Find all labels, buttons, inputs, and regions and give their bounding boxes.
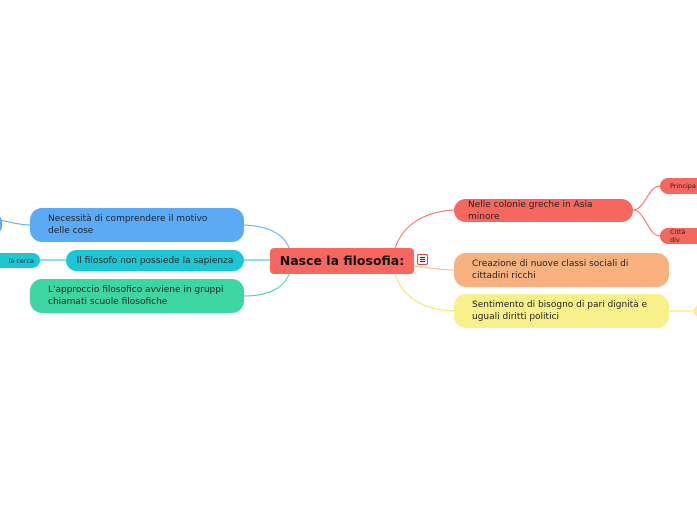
branch-scuole[interactable]: L'approccio filosofico avviene in gruppi… xyxy=(30,279,244,313)
branch-colonie[interactable]: Nelle colonie greche in Asia minore xyxy=(454,199,633,222)
branch-sentimento-label: Sentimento di bisogno di pari dignità e … xyxy=(472,300,648,322)
root-label: Nasce la filosofia: xyxy=(279,253,405,268)
branch-scuole-label: L'approccio filosofico avviene in gruppi… xyxy=(48,285,224,307)
link-colonie-to-citta xyxy=(632,209,661,237)
link-root-to-colonie xyxy=(394,209,455,249)
branch-classi[interactable]: Creazione di nuove classi sociali di cit… xyxy=(454,253,669,287)
menu-icon[interactable] xyxy=(417,254,428,265)
branch-sentimento[interactable]: Sentimento di bisogno di pari dignità e … xyxy=(454,294,669,328)
branch-comprendere-label: Necessità di comprendere il motivo delle… xyxy=(48,214,208,236)
subnode-principa-label: Principa xyxy=(670,182,696,190)
link-colonie-to-principa xyxy=(632,185,661,211)
branch-sapienza-label: Il filosofo non possiede la sapienza xyxy=(76,255,234,266)
branch-classi-label: Creazione di nuove classi sociali di cit… xyxy=(472,259,629,281)
subnode-la-cerca-label: la cerca xyxy=(8,256,34,265)
subnode-edge-blue[interactable] xyxy=(0,216,2,232)
branch-colonie-label: Nelle colonie greche in Asia minore xyxy=(468,199,593,222)
subnode-citta-label: Città div xyxy=(670,228,686,244)
link-root-to-comprendere xyxy=(243,224,291,251)
subnode-principa[interactable]: Principa xyxy=(660,178,697,194)
root-node[interactable]: Nasce la filosofia: xyxy=(270,248,414,274)
link-root-to-scuole xyxy=(243,271,291,297)
branch-comprendere[interactable]: Necessità di comprendere il motivo delle… xyxy=(30,208,244,242)
branch-sapienza[interactable]: Il filosofo non possiede la sapienza xyxy=(66,250,244,271)
subnode-la-cerca[interactable]: la cerca xyxy=(0,253,40,268)
subnode-edge-yellow[interactable] xyxy=(694,305,697,317)
subnode-citta[interactable]: Città div xyxy=(660,228,697,244)
link-root-to-sentimento xyxy=(394,273,455,312)
link-comprendere-to-edge xyxy=(0,219,31,226)
link-root-to-classi xyxy=(413,265,455,271)
